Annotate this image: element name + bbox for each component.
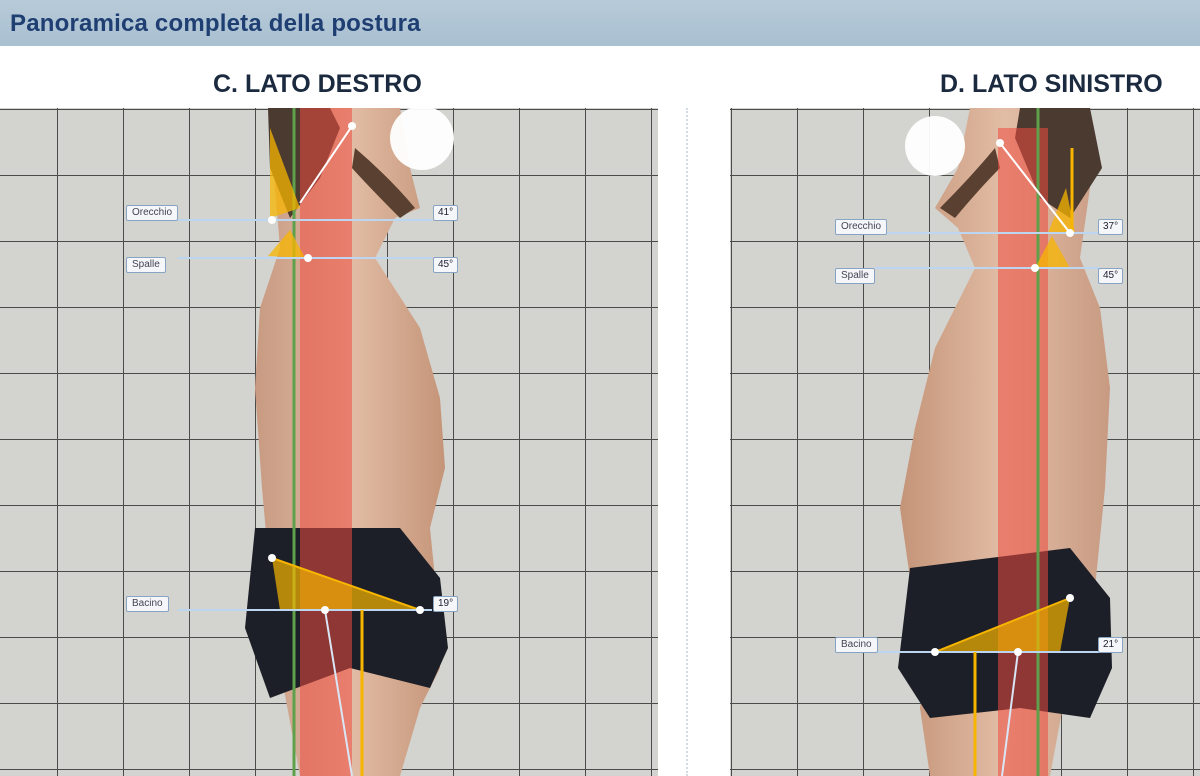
leg-line xyxy=(1001,651,1019,776)
panel-divider xyxy=(686,108,688,776)
shoulder-label: Spalle xyxy=(835,268,875,284)
shoulder-angle xyxy=(1035,236,1070,268)
ear-label: Orecchio xyxy=(126,205,179,221)
posture-line xyxy=(300,108,352,776)
ear-angle xyxy=(270,128,300,218)
head-line xyxy=(299,125,353,204)
ear-angle-value: 37° xyxy=(1098,219,1124,235)
posture-photo-right-side: Orecchio 41° Spalle 45° Bacino 19° xyxy=(0,108,658,776)
shoulder-angle-value: 45° xyxy=(1098,268,1124,284)
panel-title-left-side: D. LATO SINISTRO xyxy=(940,70,1163,98)
shoulder-angle xyxy=(268,230,305,258)
pelvis-label: Bacino xyxy=(835,637,878,653)
ear-angle-value: 41° xyxy=(433,205,459,221)
pelvis-tilt-line xyxy=(934,597,1071,653)
pelvis-angle-value: 21° xyxy=(1098,637,1124,653)
posture-photo-left-side: Orecchio 37° Spalle 45° Bacino 21° xyxy=(730,108,1200,776)
page-title: Panoramica completa della postura xyxy=(10,10,421,37)
leg-line xyxy=(324,609,353,776)
shoulder-angle-value: 45° xyxy=(433,257,459,273)
pelvis-tilt-line xyxy=(271,557,421,611)
pelvis-label: Bacino xyxy=(126,596,169,612)
ear-angle xyxy=(1048,188,1075,233)
posture-line xyxy=(998,128,1048,776)
pelvis-angle-value: 19° xyxy=(433,596,459,612)
header-bar: Panoramica completa della postura xyxy=(0,0,1200,46)
posture-diagram-left-side xyxy=(730,108,1200,776)
shoulder-label: Spalle xyxy=(126,257,166,273)
posture-diagram-right-side xyxy=(0,108,658,776)
ear-label: Orecchio xyxy=(835,219,888,235)
head-line xyxy=(999,142,1071,234)
panel-title-right-side: C. LATO DESTRO xyxy=(213,70,422,98)
